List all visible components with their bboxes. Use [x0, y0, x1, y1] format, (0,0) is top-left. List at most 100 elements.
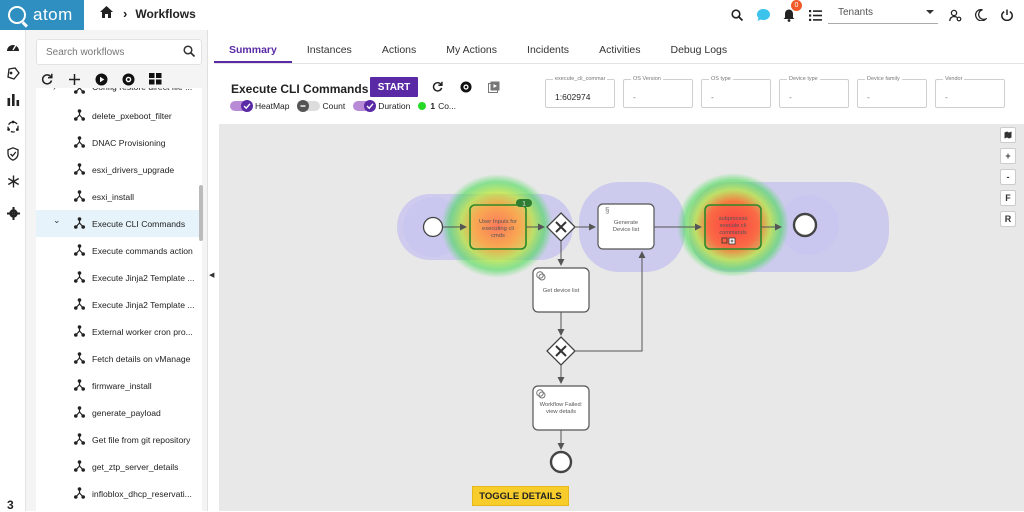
- breadcrumb-current: Workflows: [135, 6, 196, 21]
- list-view-icon[interactable]: [806, 6, 824, 24]
- start-button[interactable]: START: [370, 77, 418, 97]
- end-event[interactable]: [792, 212, 818, 238]
- search-workflows-input[interactable]: Search workflows: [36, 39, 202, 65]
- workflow-list-item-label: infloblox_dhcp_reservati...: [92, 488, 192, 499]
- field-4[interactable]: Device family-: [857, 76, 927, 108]
- workflow-tree-icon: [74, 298, 85, 312]
- field-value: 1:602974: [555, 92, 591, 102]
- workflow-list-item[interactable]: ›Config restore direct file ...: [36, 88, 202, 102]
- top-icons-bell: 0: [780, 0, 802, 30]
- resources-icon[interactable]: [5, 65, 21, 81]
- breadcrumb: › Workflows: [100, 6, 196, 21]
- tab-incidents[interactable]: Incidents: [527, 44, 570, 56]
- tab-activities[interactable]: Activities: [599, 44, 641, 56]
- minimap-icon[interactable]: [1000, 127, 1016, 143]
- workflow-list-item[interactable]: generate_payload: [36, 399, 202, 426]
- tenants-label: Tenants: [838, 7, 874, 18]
- refresh-icon[interactable]: [40, 72, 54, 86]
- service-task-icon: [536, 271, 544, 279]
- add-workflow-icon[interactable]: [67, 72, 81, 86]
- workflow-tree-icon: [74, 487, 85, 501]
- play-circle-icon[interactable]: [94, 72, 108, 86]
- zoom-in-button[interactable]: +: [1000, 148, 1016, 164]
- workflow-tree-icon: [74, 406, 85, 420]
- workflow-list-item-label: get_ztp_server_details: [92, 461, 179, 472]
- workflow-list-item[interactable]: Get file from git repository: [36, 426, 202, 453]
- search-icon[interactable]: [728, 6, 746, 24]
- workflow-list-item[interactable]: firmware_install: [36, 372, 202, 399]
- start-event[interactable]: [422, 216, 444, 238]
- field-2[interactable]: OS type-: [701, 76, 771, 108]
- chevron-down-icon[interactable]: ⌄: [53, 215, 61, 225]
- dark-mode-moon-icon[interactable]: [972, 6, 990, 24]
- reset-view-button[interactable]: R: [1000, 211, 1016, 227]
- dashboard-gauge-icon[interactable]: [5, 39, 21, 55]
- tab-instances[interactable]: Instances: [306, 44, 352, 56]
- header-actions: [431, 80, 500, 93]
- workflow-automation-icon[interactable]: [5, 119, 21, 135]
- analytics-bar-icon[interactable]: [5, 92, 21, 108]
- end-event-failed[interactable]: [549, 450, 573, 474]
- workflow-list-item[interactable]: esxi_drivers_upgrade: [36, 156, 202, 183]
- workflow-list-item[interactable]: Execute Jinja2 Template ...: [36, 264, 202, 291]
- tab-debug-logs[interactable]: Debug Logs: [670, 44, 728, 56]
- workflow-list-item[interactable]: delete_pxeboot_filter: [36, 102, 202, 129]
- workflow-list-item[interactable]: Fetch details on vManage: [36, 345, 202, 372]
- workflow-list-item[interactable]: esxi_install: [36, 183, 202, 210]
- settings-gear-icon[interactable]: [5, 205, 21, 221]
- tab-my-actions[interactable]: My Actions: [446, 44, 498, 56]
- record-circle-icon[interactable]: [121, 72, 135, 86]
- exclusive-gateway[interactable]: [546, 336, 576, 366]
- zoom-out-button[interactable]: -: [1000, 169, 1016, 185]
- tab-actions[interactable]: Actions: [381, 44, 417, 56]
- workflow-list-item-label: esxi_install: [92, 191, 135, 202]
- field-5[interactable]: Vendor-: [935, 76, 1005, 108]
- search-icon[interactable]: [183, 45, 196, 60]
- tenants-select[interactable]: Tenants: [828, 2, 938, 24]
- brand[interactable]: atom: [0, 0, 84, 30]
- video-library-icon[interactable]: [487, 80, 500, 93]
- tab-summary[interactable]: Summary: [214, 38, 292, 63]
- workflow-list-item-label: Execute CLI Commands: [92, 218, 186, 229]
- workflow-list-item[interactable]: infloblox_dhcp_reservati...: [36, 480, 202, 507]
- workflow-list-item[interactable]: DNAC Provisioning: [36, 129, 202, 156]
- record-circle-icon[interactable]: [459, 80, 472, 93]
- power-icon[interactable]: [998, 6, 1016, 24]
- top-icons-list: [806, 0, 824, 30]
- workflow-list-item[interactable]: get_ztp_server_details: [36, 453, 202, 480]
- security-shield-icon[interactable]: [5, 146, 21, 162]
- toggle-details-button[interactable]: TOGGLE DETAILS: [472, 486, 569, 506]
- grid-view-icon[interactable]: [148, 72, 162, 86]
- sequence-flow: [575, 251, 646, 352]
- task-get-device-list[interactable]: Get device list: [532, 267, 590, 313]
- count-toggle[interactable]: [296, 100, 320, 112]
- sidebar-scrollbar[interactable]: [199, 185, 203, 241]
- fit-view-button[interactable]: F: [1000, 190, 1016, 206]
- workflow-list-item[interactable]: Execute Jinja2 Template ...: [36, 291, 202, 318]
- workflow-list-item[interactable]: External worker cron pro...: [36, 318, 202, 345]
- heatmap-toggle[interactable]: [230, 100, 253, 112]
- refresh-icon[interactable]: [431, 80, 444, 93]
- workflow-list-item[interactable]: Execute commands action: [36, 237, 202, 264]
- home-icon[interactable]: [100, 6, 113, 21]
- notification-bell-icon[interactable]: 0: [780, 0, 802, 24]
- chat-bot-icon[interactable]: [754, 6, 772, 24]
- workflow-list-item-label: firmware_install: [92, 380, 152, 391]
- chevron-right-icon[interactable]: ›: [53, 88, 56, 92]
- task-workflow-failed[interactable]: Workflow Failed:view details: [532, 385, 590, 431]
- snowflake-icon[interactable]: [5, 173, 21, 189]
- collapse-sidebar-icon[interactable]: ◀: [209, 272, 215, 279]
- field-1[interactable]: OS Version-: [623, 76, 693, 108]
- workflow-list-item-label: Execute commands action: [92, 245, 193, 256]
- user-settings-icon[interactable]: [946, 6, 964, 24]
- duration-toggle[interactable]: [353, 100, 377, 112]
- workflow-list-item-label: DNAC Provisioning: [92, 137, 166, 148]
- workflow-list-item[interactable]: ⌄ Execute CLI Commands: [36, 210, 202, 237]
- field-3[interactable]: Device type-: [779, 76, 849, 108]
- workflow-list-item-label: Get file from git repository: [92, 434, 191, 445]
